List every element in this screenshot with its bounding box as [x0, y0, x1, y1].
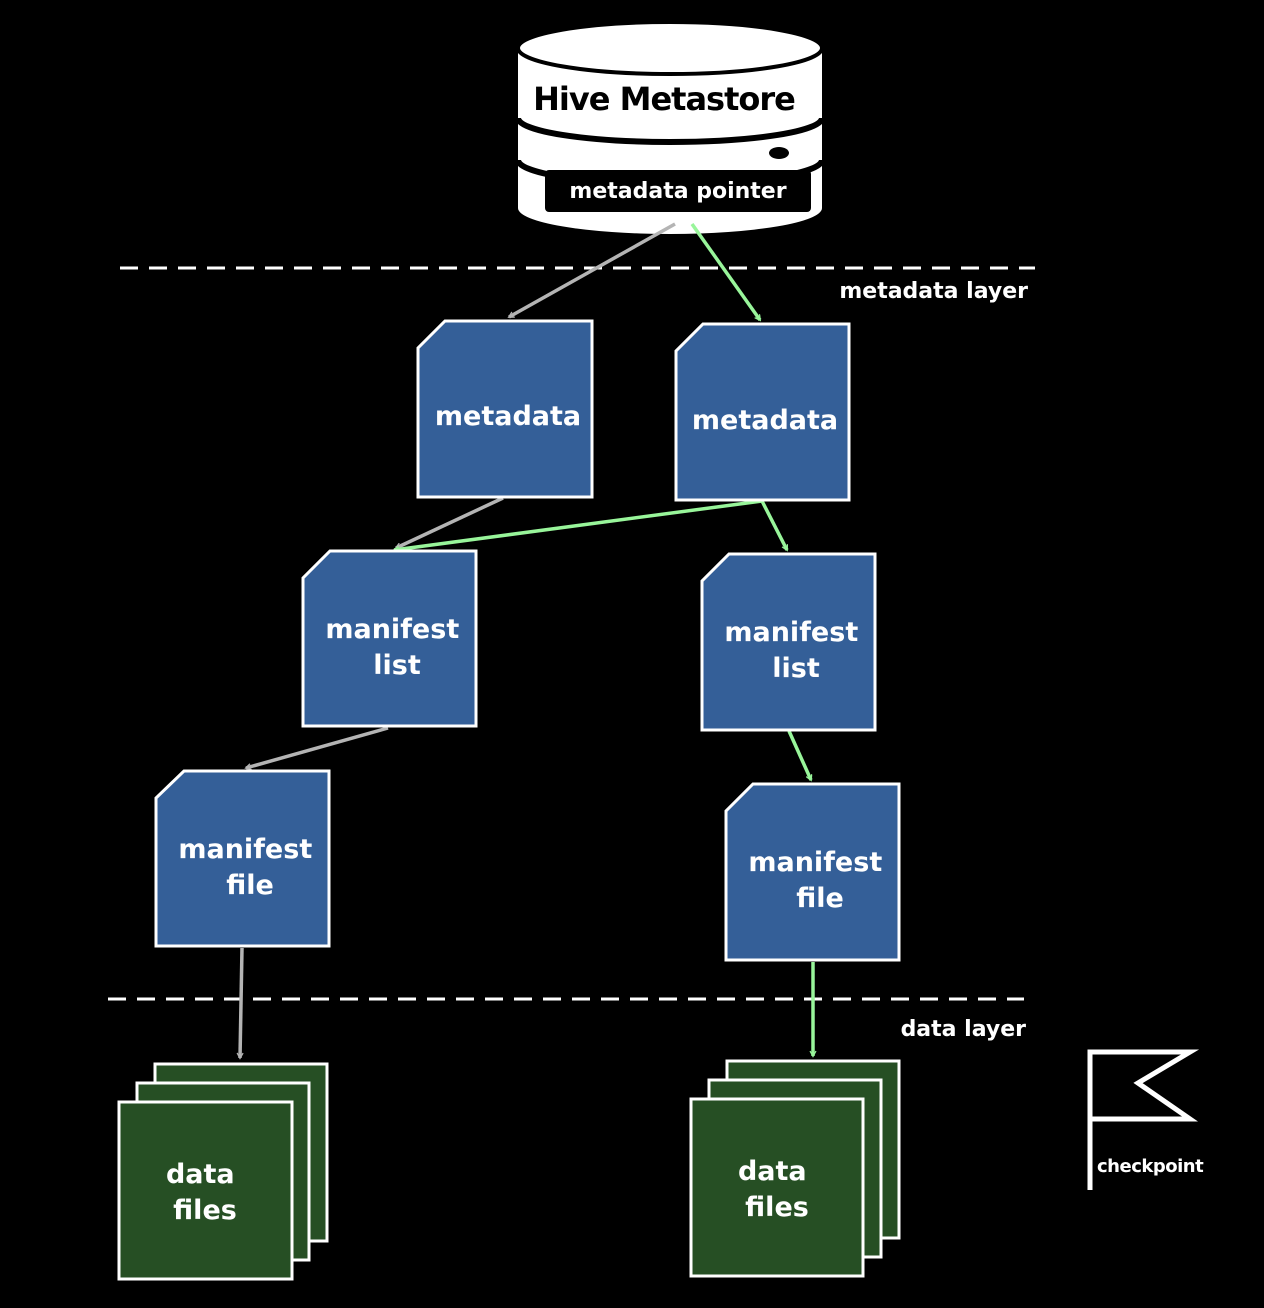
- checkpoint-legend: checkpoint: [1087, 1049, 1205, 1190]
- old-data-files: data files: [117, 1062, 329, 1281]
- arrow-old-manifest-list-to-manifest-file: [246, 726, 389, 768]
- hive-metastore-title: Hive Metastore: [533, 80, 795, 118]
- node-label-line: file: [226, 870, 274, 901]
- checkpoint-label: checkpoint: [1097, 1156, 1204, 1177]
- node-label-line: metadata: [435, 401, 581, 432]
- node-label-line: manifest: [325, 614, 459, 645]
- node-label-line: files: [745, 1192, 809, 1223]
- node-label-line: list: [772, 653, 820, 684]
- arrow-old-metadata-to-manifest-list: [396, 496, 504, 550]
- arrow-current-metadata-to-old-manifest-list: [394, 499, 763, 550]
- old-snapshot-arrows: [240, 222, 676, 1058]
- svg-text:manifest list: manifest list: [325, 614, 468, 681]
- svg-text:manifest list: manifest list: [724, 617, 867, 684]
- svg-text:data files: data files: [738, 1156, 816, 1223]
- metadata-pointer-box: [545, 170, 811, 212]
- data-file-sheet: [689, 1097, 865, 1278]
- arrow-pointer-to-old-metadata: [509, 222, 676, 319]
- current-manifest-file: manifest file: [724, 782, 901, 962]
- svg-text:metadata: metadata: [435, 401, 581, 432]
- current-data-files: data files: [689, 1059, 901, 1278]
- arrow-current-metadata-to-manifest-list: [760, 500, 789, 550]
- svg-text:manifest file: manifest file: [178, 834, 321, 901]
- svg-text:metadata: metadata: [692, 405, 838, 436]
- data-layer-label: data layer: [901, 1017, 1027, 1042]
- old-metadata-file: metadata: [416, 319, 594, 499]
- arrow-current-manifest-list-to-manifest-file: [787, 730, 813, 780]
- arrow-old-manifest-file-to-data-files: [240, 947, 244, 1058]
- svg-text:manifest file: manifest file: [748, 847, 891, 914]
- node-label-line: metadata: [692, 405, 838, 436]
- old-manifest-file: manifest file: [154, 769, 331, 948]
- metadata-pointer-label: metadata pointer: [569, 179, 786, 204]
- node-label-line: files: [173, 1195, 237, 1226]
- node-label-line: manifest: [724, 617, 858, 648]
- node-label-line: list: [373, 650, 421, 681]
- arrow-pointer-to-current-metadata: [690, 222, 762, 320]
- node-label-line: manifest: [178, 834, 312, 865]
- database-band-line: [515, 117, 825, 145]
- node-label-line: data: [166, 1159, 235, 1190]
- current-snapshot-arrows: [394, 222, 813, 1056]
- node-label-line: data: [738, 1156, 807, 1187]
- svg-text:data files: data files: [166, 1159, 244, 1226]
- node-label-line: manifest: [748, 847, 882, 878]
- database-top-rim: [516, 20, 824, 76]
- node-label-line: file: [796, 883, 844, 914]
- hive-metastore: Hive Metastore metadata pointer: [515, 20, 825, 234]
- database-indicator-dot: [769, 147, 789, 159]
- data-file-sheet: [117, 1100, 294, 1281]
- metadata-layer-label: metadata layer: [839, 279, 1028, 304]
- old-manifest-list: manifest list: [301, 549, 478, 728]
- current-manifest-list: manifest list: [700, 552, 877, 732]
- current-metadata-file: metadata: [674, 322, 851, 502]
- flag-icon: [1087, 1049, 1200, 1190]
